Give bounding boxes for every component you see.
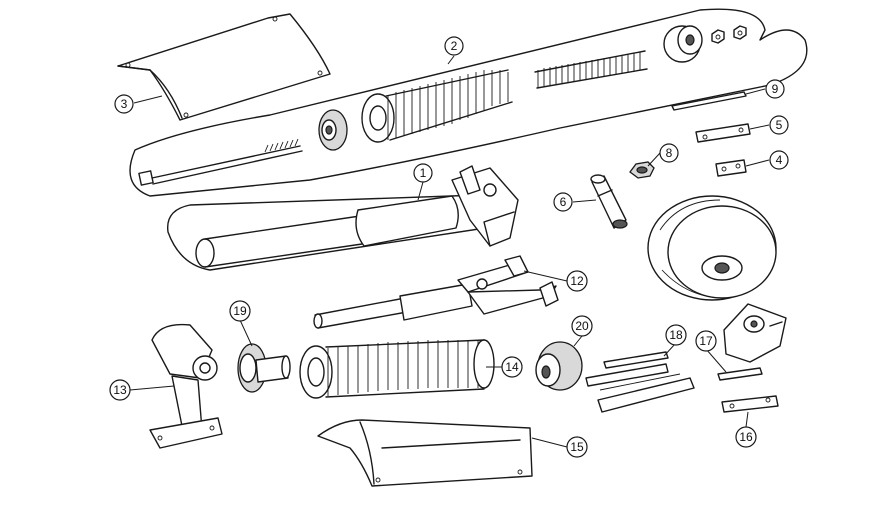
part-plate-small bbox=[721, 395, 779, 413]
callout-1: 1 bbox=[413, 163, 433, 183]
svg-text:16: 16 bbox=[739, 430, 753, 444]
part-strip bbox=[671, 91, 747, 111]
svg-text:1: 1 bbox=[420, 166, 427, 180]
svg-text:9: 9 bbox=[772, 82, 779, 96]
part-rod-fork bbox=[313, 255, 559, 329]
part-cylinder-tube bbox=[166, 165, 519, 271]
svg-text:20: 20 bbox=[575, 319, 589, 333]
part-cover-plate-top bbox=[117, 13, 331, 121]
svg-text:17: 17 bbox=[699, 334, 713, 348]
part-spring-seat-right bbox=[535, 341, 583, 391]
svg-text:14: 14 bbox=[505, 360, 519, 374]
part-idler-wheel bbox=[647, 195, 777, 301]
svg-text:8: 8 bbox=[666, 146, 673, 160]
callout-13: 13 bbox=[109, 379, 131, 401]
callout-6: 6 bbox=[553, 192, 573, 212]
svg-text:18: 18 bbox=[669, 328, 683, 342]
svg-text:15: 15 bbox=[570, 440, 584, 454]
svg-text:2: 2 bbox=[451, 39, 458, 53]
svg-text:3: 3 bbox=[121, 97, 128, 111]
callout-2: 2 bbox=[444, 36, 464, 56]
part-small-plate bbox=[715, 159, 747, 177]
part-assembly-outline bbox=[129, 8, 808, 197]
callout-19: 19 bbox=[229, 300, 251, 322]
part-guide-rails bbox=[585, 351, 695, 413]
callout-5: 5 bbox=[769, 115, 789, 135]
svg-text:5: 5 bbox=[776, 118, 783, 132]
callout-9: 9 bbox=[765, 79, 785, 99]
part-shaft bbox=[590, 174, 628, 229]
svg-text:19: 19 bbox=[233, 304, 247, 318]
part-coil-spring bbox=[299, 339, 495, 399]
part-cover-plate-bottom bbox=[317, 419, 533, 487]
callout-18: 18 bbox=[665, 324, 687, 346]
part-bracket bbox=[149, 323, 223, 449]
callout-17: 17 bbox=[695, 330, 717, 352]
callout-12: 12 bbox=[566, 270, 588, 292]
part-mount-block bbox=[723, 303, 787, 363]
part-bar bbox=[695, 123, 751, 143]
callout-3: 3 bbox=[114, 94, 134, 114]
svg-text:4: 4 bbox=[776, 153, 783, 167]
part-strip-small bbox=[717, 367, 763, 381]
part-spring-seat-left bbox=[237, 343, 291, 393]
leader-lines bbox=[129, 55, 770, 448]
callout-14: 14 bbox=[501, 356, 523, 378]
callout-8: 8 bbox=[659, 143, 679, 163]
callout-20: 20 bbox=[571, 315, 593, 337]
callout-16: 16 bbox=[735, 426, 757, 448]
part-nut bbox=[629, 161, 655, 179]
callout-4: 4 bbox=[769, 150, 789, 170]
svg-text:12: 12 bbox=[570, 274, 584, 288]
svg-text:13: 13 bbox=[113, 383, 127, 397]
svg-text:6: 6 bbox=[560, 195, 567, 209]
callout-15: 15 bbox=[566, 436, 588, 458]
